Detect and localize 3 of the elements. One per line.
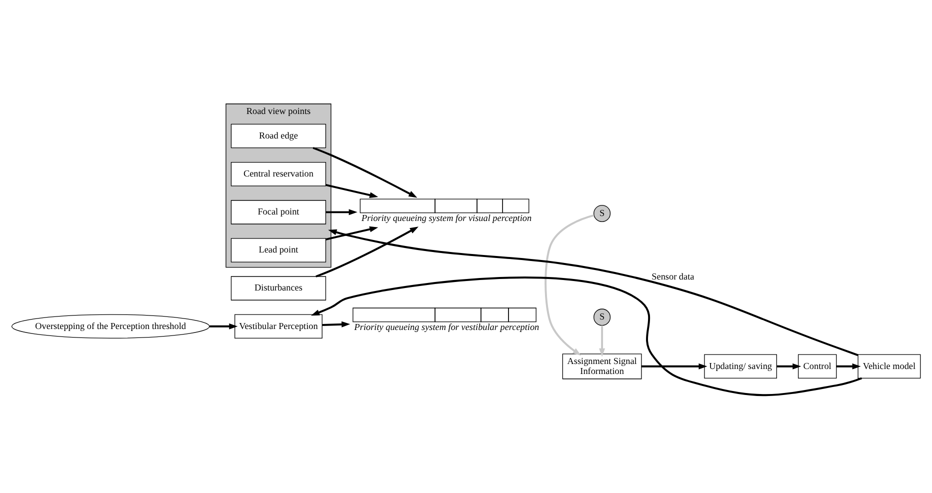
node-label: Priority queueing system for vestibular perception [354,321,540,332]
edge-label: Sensor data [652,270,694,281]
node-label: Priority queueing system for visual perception [362,212,532,222]
